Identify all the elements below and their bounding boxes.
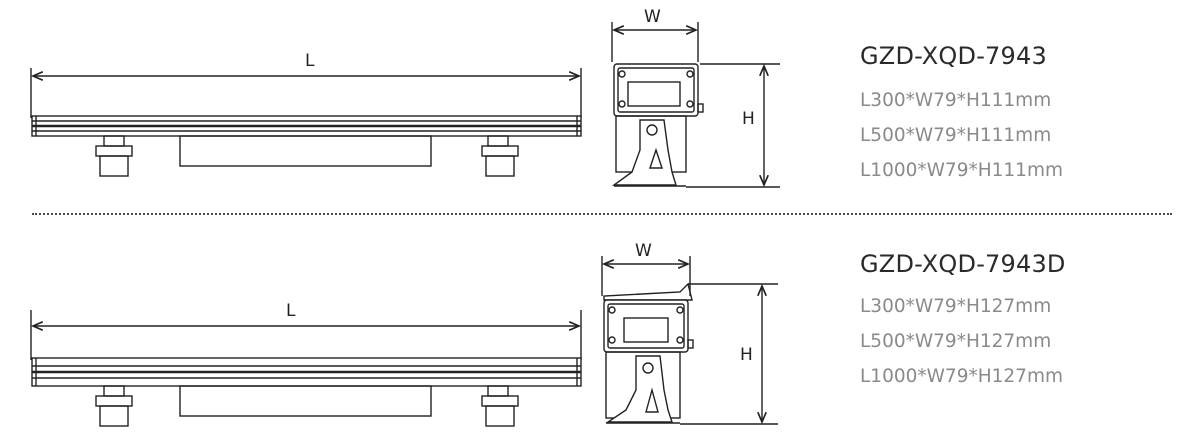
product-1-size-300: L300*W79*H111mm bbox=[860, 90, 1052, 111]
section-divider bbox=[32, 213, 1172, 215]
product-1-height-label: H bbox=[742, 109, 755, 129]
product-2-size-500: L500*W79*H127mm bbox=[860, 331, 1052, 352]
product-2-height-label: H bbox=[740, 345, 753, 365]
product-1-side-view bbox=[30, 68, 582, 177]
product-1-size-500: L500*W79*H111mm bbox=[860, 125, 1052, 146]
product-1-model: GZD-XQD-7943 bbox=[860, 42, 1047, 70]
product-2-size-300: L300*W79*H127mm bbox=[860, 296, 1052, 317]
product-2-side-view bbox=[30, 310, 582, 427]
product-1-length-label: L bbox=[305, 51, 315, 71]
product-2-end-view bbox=[601, 256, 778, 425]
product-1-size-1000: L1000*W79*H111mm bbox=[860, 160, 1063, 181]
product-2-length-label: L bbox=[286, 301, 296, 321]
product-2-model: GZD-XQD-7943D bbox=[860, 250, 1066, 278]
product-2-width-label: W bbox=[635, 241, 652, 261]
product-2-size-1000: L1000*W79*H127mm bbox=[860, 366, 1063, 387]
product-1-end-view bbox=[611, 22, 780, 188]
product-1-width-label: W bbox=[644, 7, 661, 27]
